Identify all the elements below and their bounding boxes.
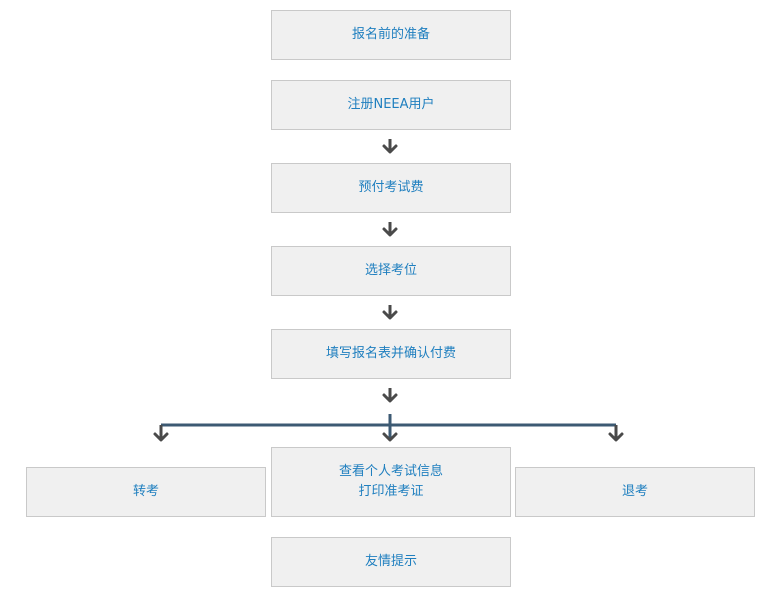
step-select[interactable]: 选择考位: [271, 246, 511, 296]
step-view-info-line2: 打印准考证: [358, 484, 424, 499]
step-withdraw-label: 退考: [621, 484, 648, 499]
branch-connector: [159, 414, 618, 438]
arrow-branch-to-transfer: [153, 432, 169, 442]
step-fill-label: 填写报名表并确认付费: [325, 346, 456, 361]
arrow-select-to-fill: [382, 305, 398, 320]
step-tips-label: 友情提示: [364, 554, 417, 569]
step-prepay-label: 预付考试费: [358, 180, 424, 195]
step-prepay[interactable]: 预付考试费: [271, 163, 511, 213]
step-withdraw[interactable]: 退考: [515, 467, 755, 517]
step-register-label: 注册NEEA用户: [347, 97, 435, 112]
step-tips[interactable]: 友情提示: [271, 537, 511, 587]
step-transfer[interactable]: 转考: [26, 467, 266, 517]
step-prepare[interactable]: 报名前的准备: [271, 10, 511, 60]
arrow-branch-to-withdraw: [608, 432, 624, 442]
arrow-register-to-prepay: [382, 139, 398, 154]
arrow-fill-to-branch: [382, 388, 398, 403]
step-transfer-label: 转考: [132, 484, 159, 499]
step-prepare-label: 报名前的准备: [351, 27, 430, 42]
step-fill[interactable]: 填写报名表并确认付费: [271, 329, 511, 379]
arrow-prepay-to-select: [382, 222, 398, 237]
step-select-label: 选择考位: [364, 263, 417, 278]
step-view-info-line1: 查看个人考试信息: [338, 464, 443, 479]
step-view-info[interactable]: 查看个人考试信息 打印准考证: [271, 447, 511, 517]
step-register[interactable]: 注册NEEA用户: [271, 80, 511, 130]
arrow-branch-to-view: [382, 432, 398, 442]
